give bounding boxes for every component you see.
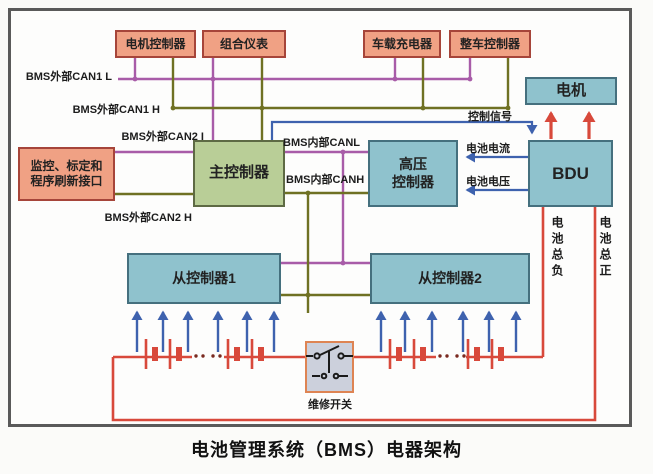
box-label: 电机 (555, 81, 586, 99)
label-can2-h: BMS外部CAN2 H (104, 212, 192, 224)
box-label-line1: 高压 (399, 156, 427, 172)
box-label-line2: 程序刷新接口 (30, 174, 103, 188)
can-purple-junctions (132, 76, 473, 266)
label-battery-voltage: 电池电压 (466, 176, 510, 188)
box-motor-controller: 电机控制器 (115, 30, 196, 58)
label-pack-negative: 电池总负 (550, 216, 564, 280)
box-bdu: BDU (528, 140, 613, 207)
box-monitor-calibration-interface: 监控、标定和 程序刷新接口 (18, 147, 115, 201)
box-slave-controller-1: 从控制器1 (127, 253, 281, 304)
label-pack-positive: 电池总正 (598, 216, 612, 280)
can-olive-lines (115, 58, 510, 313)
box-onboard-charger: 车载充电器 (363, 30, 441, 58)
box-label: 从控制器1 (172, 269, 236, 286)
can-olive-junctions (170, 105, 511, 298)
box-label: BDU (552, 163, 589, 183)
box-motor: 电机 (525, 77, 617, 105)
battery-ellipsis-dots (194, 354, 466, 358)
box-label: 从控制器2 (418, 269, 482, 286)
label-can1-h: BMS外部CAN1 H (72, 104, 160, 116)
maintenance-switch-icon (305, 341, 354, 393)
label-battery-current: 电池电流 (466, 143, 510, 155)
label-control-signal: 控制信号 (468, 111, 512, 123)
label-maintenance-switch: 维修开关 (308, 399, 352, 411)
diagram-title: 电池管理系统（BMS）电器架构 (191, 440, 462, 460)
signal-blue-lines (270, 120, 538, 196)
box-label: 主控制器 (208, 164, 269, 182)
bdu-to-motor-arrows (544, 111, 596, 139)
box-label: 电机控制器 (125, 36, 186, 51)
box-slave-controller-2: 从控制器2 (370, 253, 530, 304)
label-can-internal-l: BMS内部CANL (283, 137, 360, 149)
box-instrument-cluster: 组合仪表 (202, 30, 286, 58)
box-hv-controller: 高压 控制器 (368, 140, 458, 207)
box-main-controller: 主控制器 (193, 140, 285, 207)
box-label-line2: 控制器 (392, 173, 434, 190)
battery-cells (144, 339, 504, 369)
box-vehicle-controller: 整车控制器 (449, 30, 531, 58)
label-can1-l: BMS外部CAN1 L (25, 71, 112, 83)
box-label: 组合仪表 (219, 36, 268, 51)
box-label-line1: 监控、标定和 (30, 159, 103, 173)
box-label: 车载充电器 (371, 36, 432, 51)
label-can2-l: BMS外部CAN2 I (121, 131, 204, 143)
can-purple-lines (115, 58, 472, 265)
label-can-internal-h: BMS内部CANH (286, 174, 365, 186)
cell-sense-arrows (131, 310, 522, 352)
box-label: 整车控制器 (459, 36, 520, 51)
